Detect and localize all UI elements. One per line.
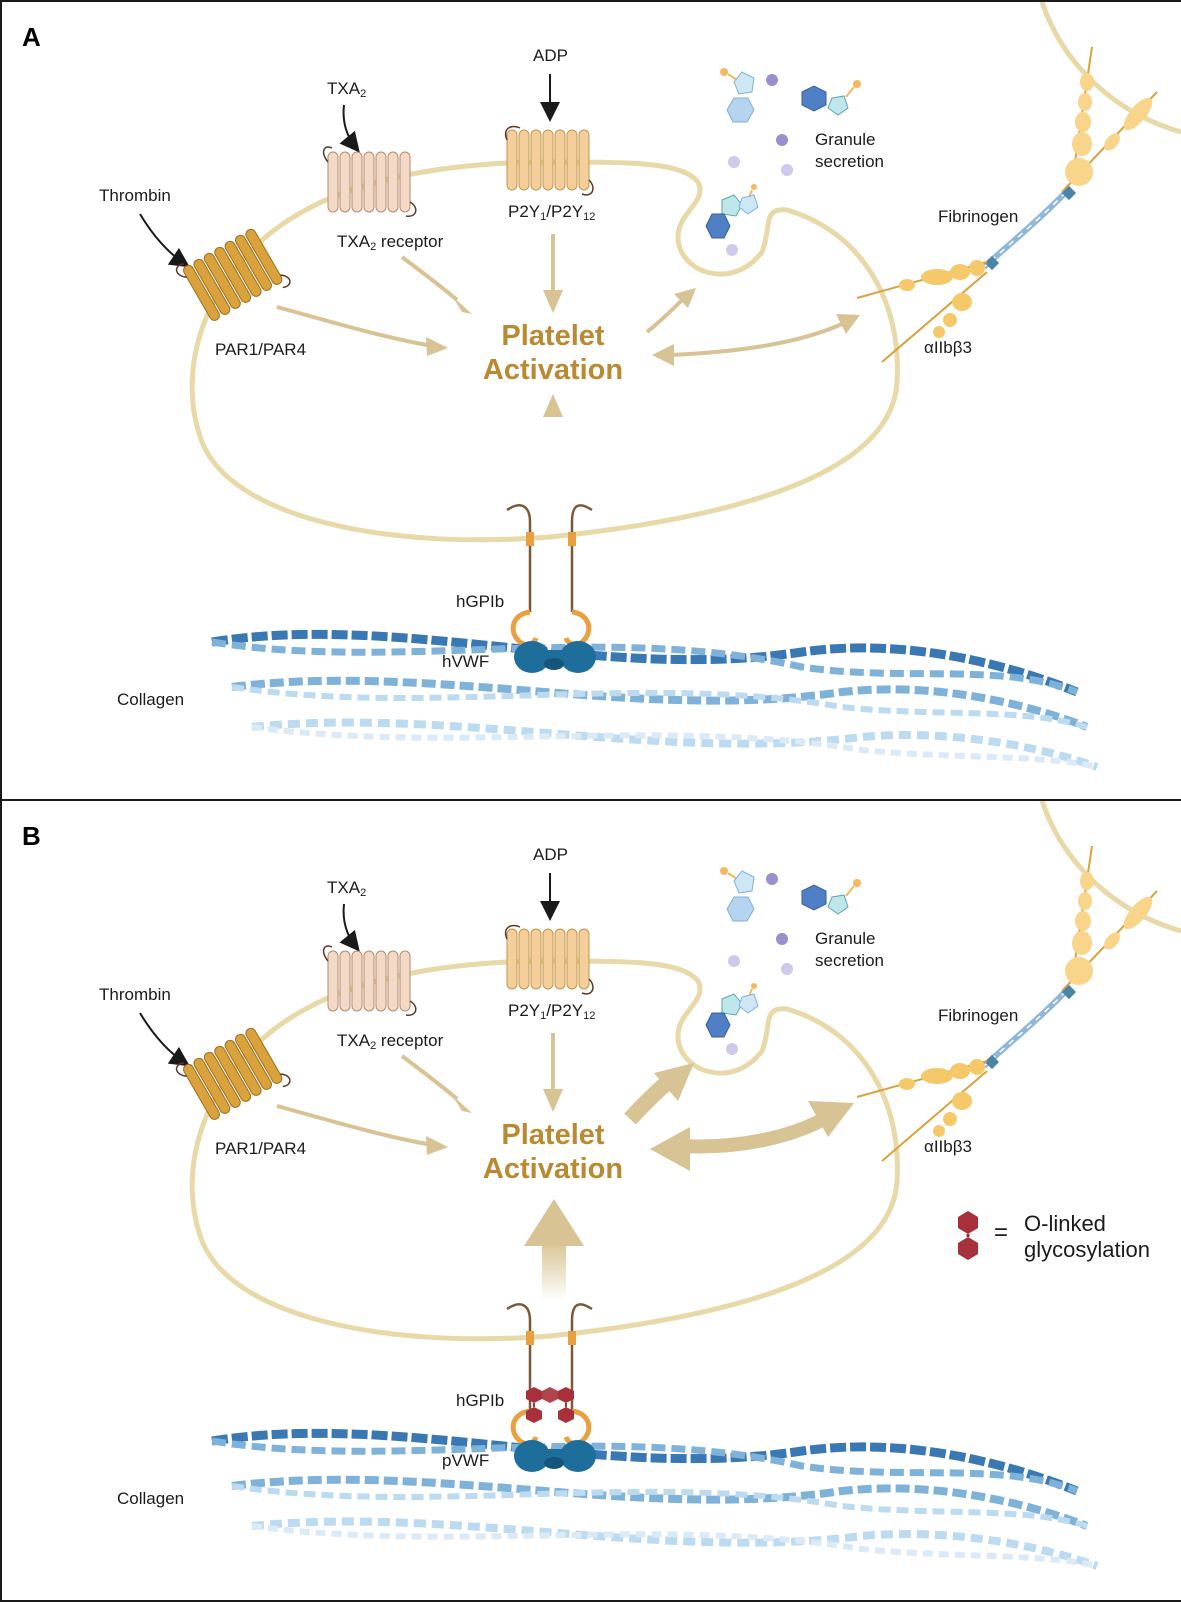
fibrinogen-label: Fibrinogen [938,207,1019,226]
collagen-fibres [211,629,1099,771]
granule-label-line2: secretion [815,152,884,171]
glycan-icon [526,1387,574,1423]
thrombin-label: Thrombin [99,186,171,205]
txa2-receptor-label: TXA2 receptor [337,1031,444,1052]
neighbour-platelet [1039,801,1181,934]
legend-glycan-icon [958,1211,978,1260]
txa2-receptor-label: TXA2 receptor [337,232,444,253]
platelet-activation-label: Platelet Activation [482,320,624,386]
fibrinogen-icon [856,46,1158,363]
integrin-label: αIIbβ3 [924,338,972,357]
p2y-receptor-icon [505,924,594,995]
fibrinogen-label: Fibrinogen [938,1006,1019,1025]
activation-arrows [276,234,860,487]
thrombin-label: Thrombin [99,985,171,1004]
platelet-diagram-a [139,2,1181,771]
granule-molecule-icon [705,867,861,1055]
par-label: PAR1/PAR4 [215,340,307,359]
p2y-label: P2Y1/P2Y12 [508,1001,596,1022]
collagen-label: Collagen [117,1489,185,1508]
panel-a: A ADP TXA2 Thrombin TXA2 receptor P2Y1/P… [0,0,1181,801]
gpib-label: hGPIb [456,1391,505,1410]
platelet-activation-label: Platelet Activation [482,1119,624,1185]
platelet-diagram-b [139,801,1181,1570]
granule-label-line1: Granule [815,130,876,149]
par-label: PAR1/PAR4 [215,1139,307,1158]
par-receptor-icon [175,228,291,321]
txa2-receptor-icon [322,146,417,217]
panel-letter: B [22,821,41,851]
thrombin-arrow [139,213,190,268]
gpib-label: hGPIb [456,592,505,611]
integrin-label: αIIbβ3 [924,1137,972,1156]
adp-label: ADP [533,845,568,864]
collagen-fibres [211,1428,1099,1570]
txa2-receptor-icon [322,945,417,1016]
txa2-label: TXA2 [327,878,367,899]
gpib-vwf-complex [506,504,596,673]
collagen-label: Collagen [117,690,185,709]
granule-molecule-icon [705,68,861,256]
gpib-vwf-complex [506,1303,596,1472]
vwf-label: pVWF [442,1451,490,1470]
p2y-receptor-icon [505,125,594,196]
thrombin-arrow [139,1012,190,1067]
adp-label: ADP [533,46,568,65]
legend-equals: = [994,1219,1009,1246]
txa2-label: TXA2 [327,79,367,100]
neighbour-platelet [1039,2,1181,135]
granule-label-line1: Granule [815,929,876,948]
txa2-arrow [339,903,360,952]
activation-arrows [276,1033,854,1301]
vwf-label: hVWF [442,652,490,671]
txa2-arrow [339,104,360,153]
granule-label-line2: secretion [815,951,884,970]
fibrinogen-icon [856,845,1158,1162]
panel-letter: A [22,22,41,52]
panel-b: B ADP TXA2 Thrombin TXA2 receptor P2Y1/P… [0,799,1181,1602]
p2y-label: P2Y1/P2Y12 [508,202,596,223]
legend-label: O-linked glycosylation [1024,1211,1150,1262]
par-receptor-icon [175,1027,291,1120]
